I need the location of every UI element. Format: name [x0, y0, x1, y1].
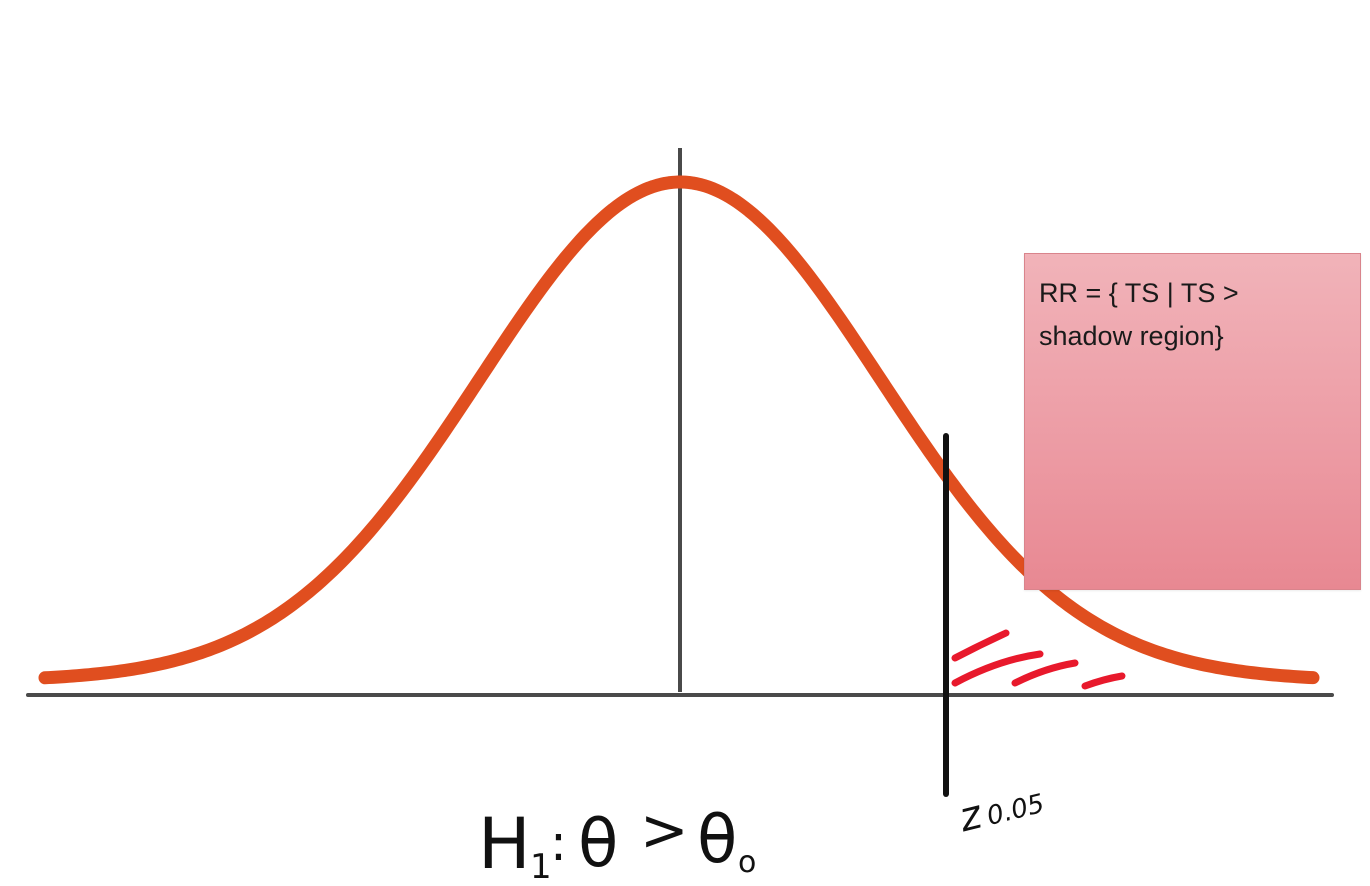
rejection-region-hatch [951, 629, 1126, 690]
hypothesis-greater-than: > [640, 796, 689, 864]
critical-value-label: z 0.05 [954, 789, 1048, 842]
hatch-stroke-4 [1081, 672, 1126, 690]
z-subscript: 0.05 [984, 789, 1047, 832]
hypothesis-theta: θ [578, 805, 618, 882]
hatch-stroke-3 [1011, 659, 1079, 687]
hatch-stroke-1 [951, 629, 1010, 662]
rejection-region-note[interactable]: RR = { TS | TS > shadow region} [1024, 253, 1361, 590]
hypothesis-subscript-1: 1 [530, 847, 552, 886]
hypothesis-H: H [478, 803, 531, 885]
note-line-1: RR = { TS | TS > [1039, 278, 1239, 308]
hypothesis-colon: : [550, 814, 567, 872]
note-line-2: shadow region} [1039, 321, 1224, 351]
hypothesis-theta-zero: θ [697, 801, 737, 878]
z-symbol: z [954, 791, 987, 841]
hypothesis-theta-zero-subscript: o [738, 845, 756, 880]
bell-curve [38, 175, 1320, 685]
hatch-stroke-2 [951, 650, 1044, 687]
alternative-hypothesis: H 1 : θ > θ o [478, 796, 756, 886]
